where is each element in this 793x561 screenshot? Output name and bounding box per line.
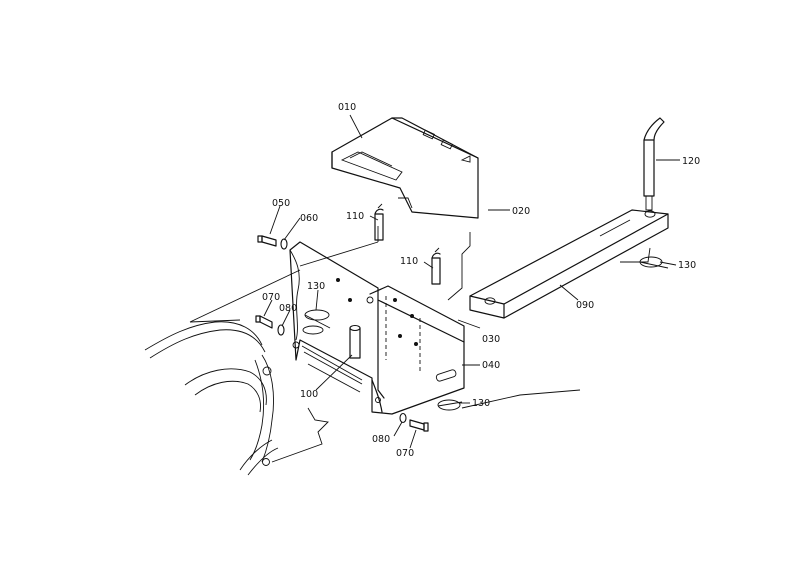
stand-pipe-100[interactable] (349, 324, 361, 359)
clip-pin-130-left[interactable] (302, 309, 331, 335)
bolt-050[interactable] (257, 235, 277, 247)
callout-060: 060 (300, 213, 318, 224)
bolt-070-bottom[interactable] (409, 419, 429, 432)
clip-pin-130-bottom[interactable] (437, 399, 463, 411)
callout-130-bottom: 130 (472, 398, 490, 409)
callout-100: 100 (300, 389, 318, 400)
bracket-plate-040[interactable] (289, 241, 465, 415)
callout-020: 020 (512, 206, 530, 217)
callout-110-right: 110 (400, 256, 418, 267)
washer-080-left[interactable] (277, 324, 285, 336)
callout-080-bottom: 080 (372, 434, 390, 445)
lever-pin-120[interactable] (643, 117, 665, 211)
bolt-070-left[interactable] (255, 315, 273, 329)
cover-010[interactable] (331, 117, 479, 219)
callout-080-left: 080 (279, 303, 297, 314)
callout-090: 090 (576, 300, 594, 311)
callout-130-left: 130 (307, 281, 325, 292)
callout-labels: 010 020 030 040 050 060 070 080 070 080 … (262, 102, 700, 459)
leader-lines (263, 114, 680, 449)
callout-130-right: 130 (678, 260, 696, 271)
tractor-frame-outline (144, 269, 301, 476)
callout-050: 050 (272, 198, 290, 209)
pin-110-right[interactable] (431, 247, 441, 285)
assembly-guide-lines (271, 226, 651, 463)
callout-040: 040 (482, 360, 500, 371)
pin-110-left[interactable] (374, 203, 384, 241)
callout-120: 120 (682, 156, 700, 167)
callout-010: 010 (338, 102, 356, 113)
callout-110-left: 110 (346, 211, 364, 222)
washer-080-bottom[interactable] (399, 412, 407, 424)
callout-070-bottom: 070 (396, 448, 414, 459)
washer-060[interactable] (280, 238, 288, 250)
callout-030: 030 (482, 334, 500, 345)
callout-070-left: 070 (262, 292, 280, 303)
drawbar-090[interactable] (469, 209, 669, 319)
